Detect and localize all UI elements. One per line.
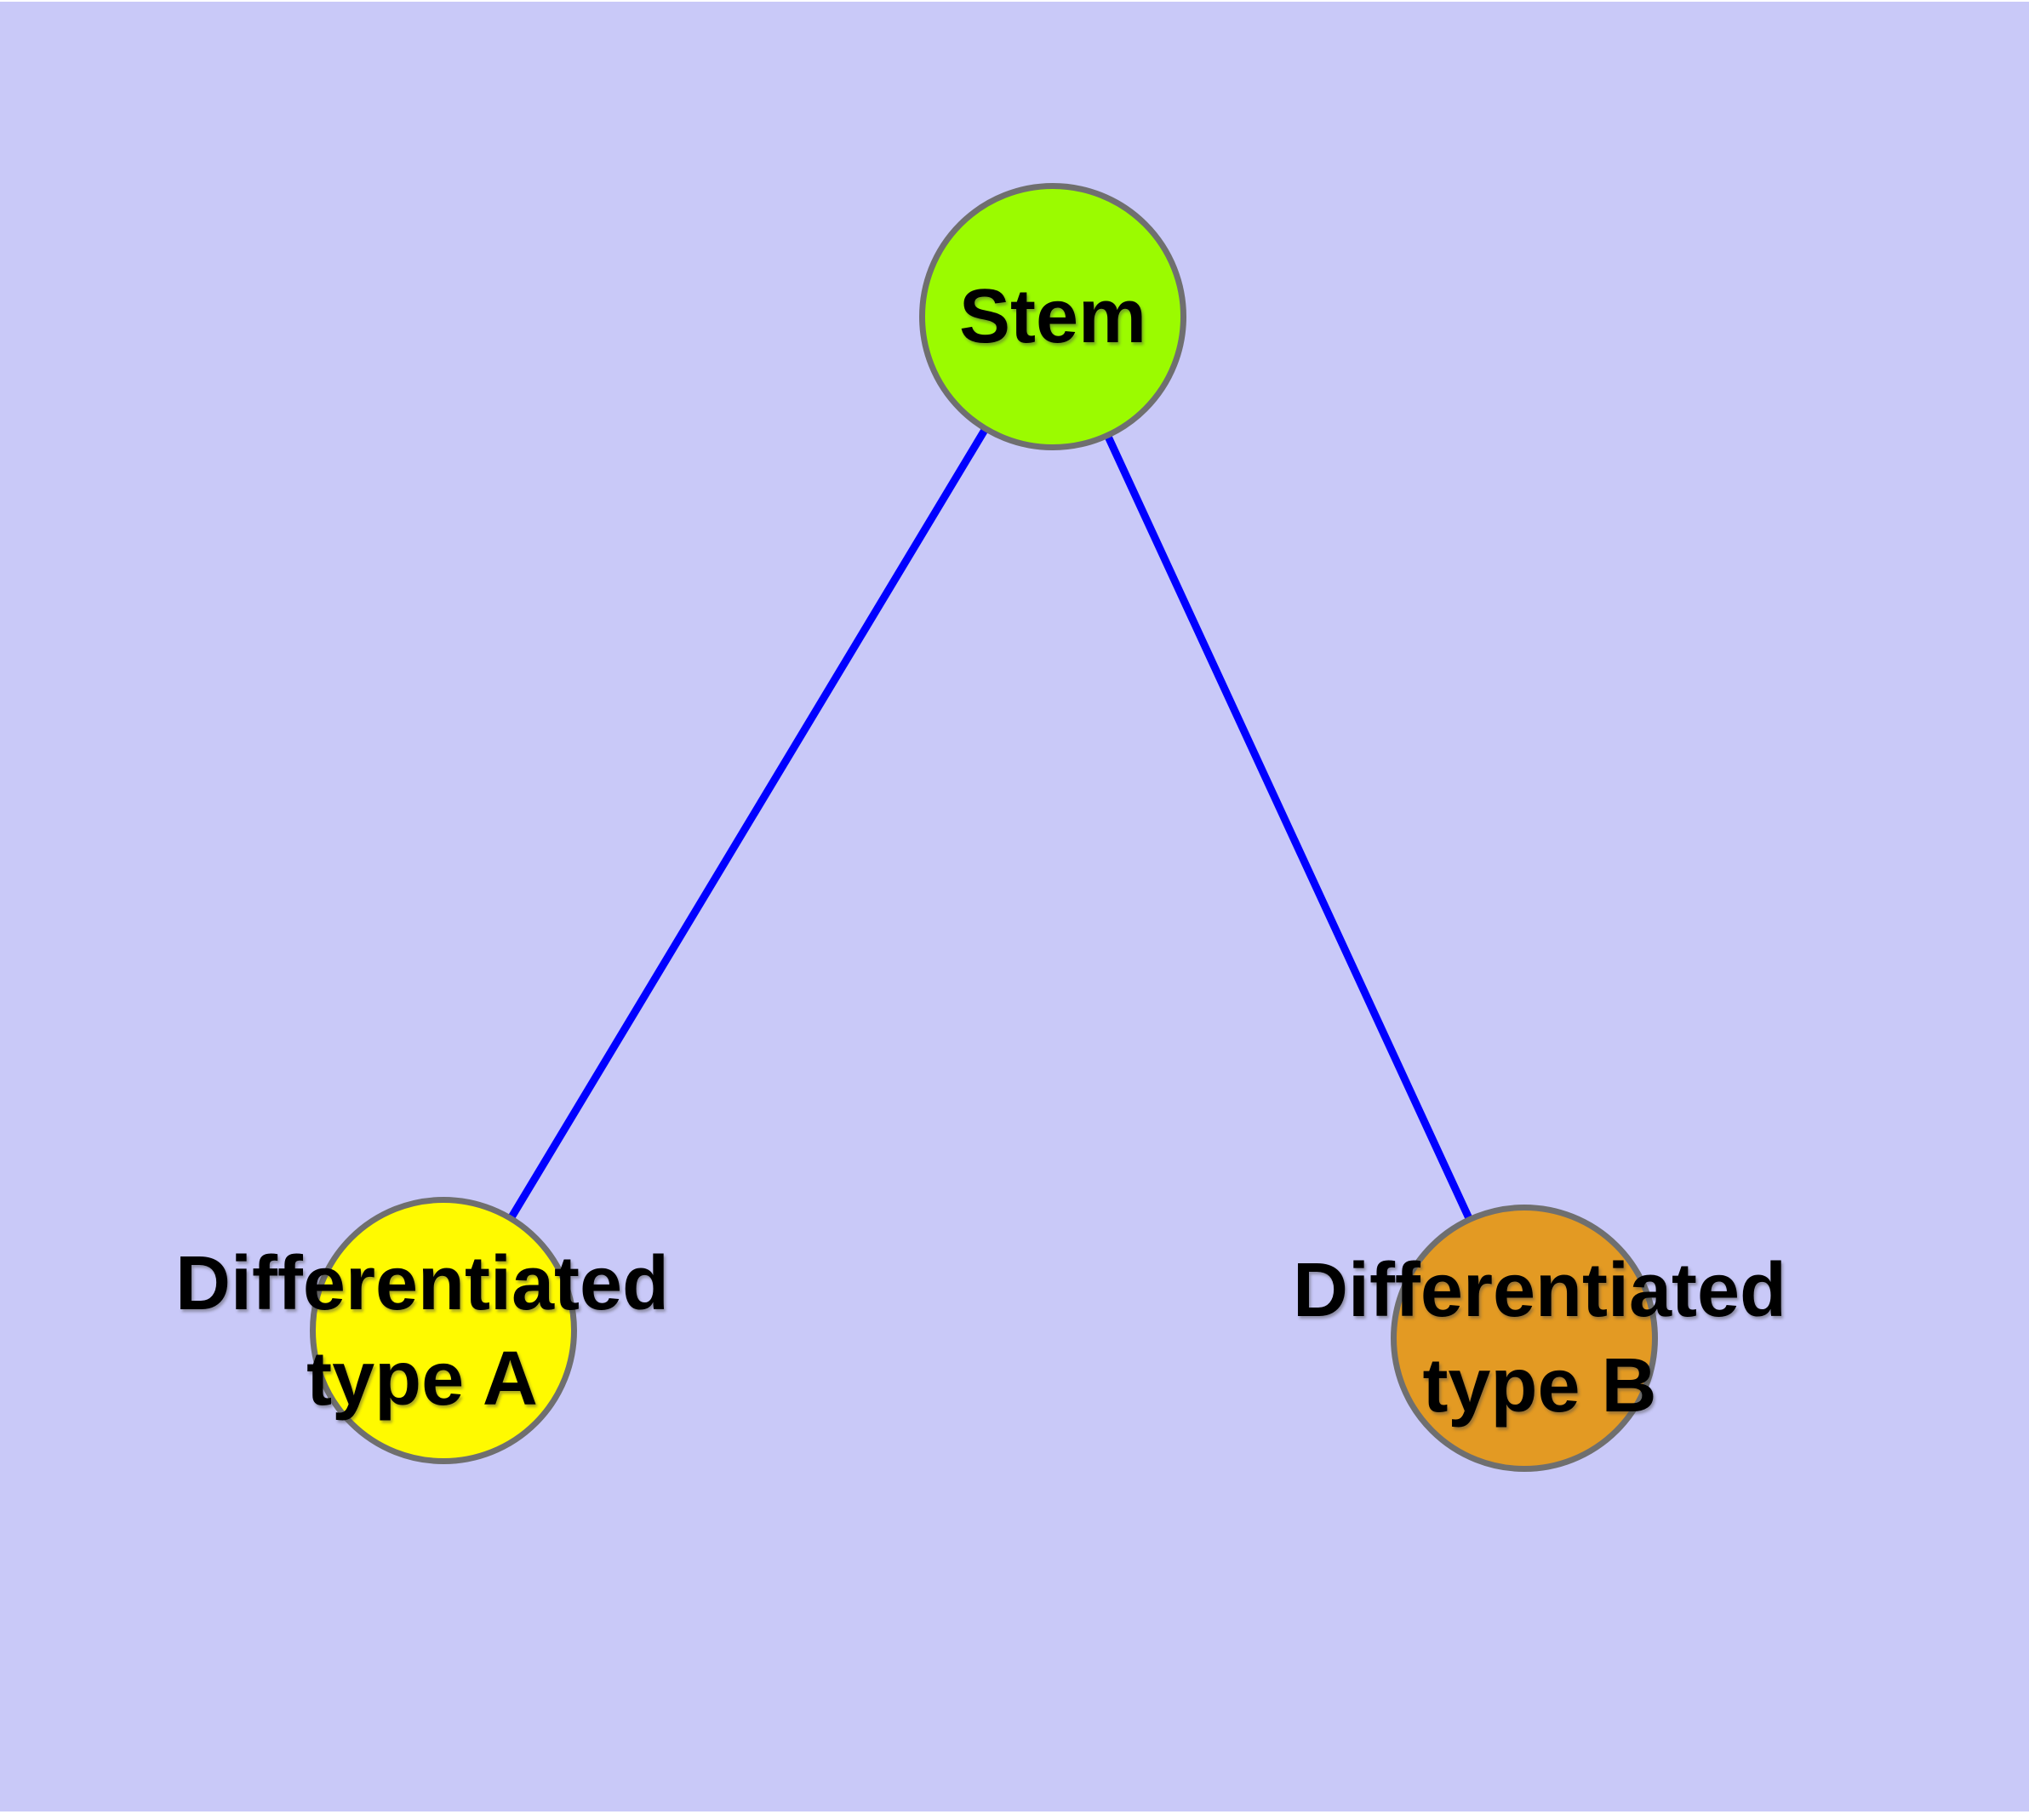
edge-stem-to-type-a	[440, 314, 1056, 1333]
edge-stem-to-type-b	[1049, 315, 1529, 1340]
node-differentiated-type-a	[310, 1197, 577, 1464]
node-differentiated-type-b	[1391, 1205, 1658, 1472]
node-stem	[919, 183, 1186, 450]
